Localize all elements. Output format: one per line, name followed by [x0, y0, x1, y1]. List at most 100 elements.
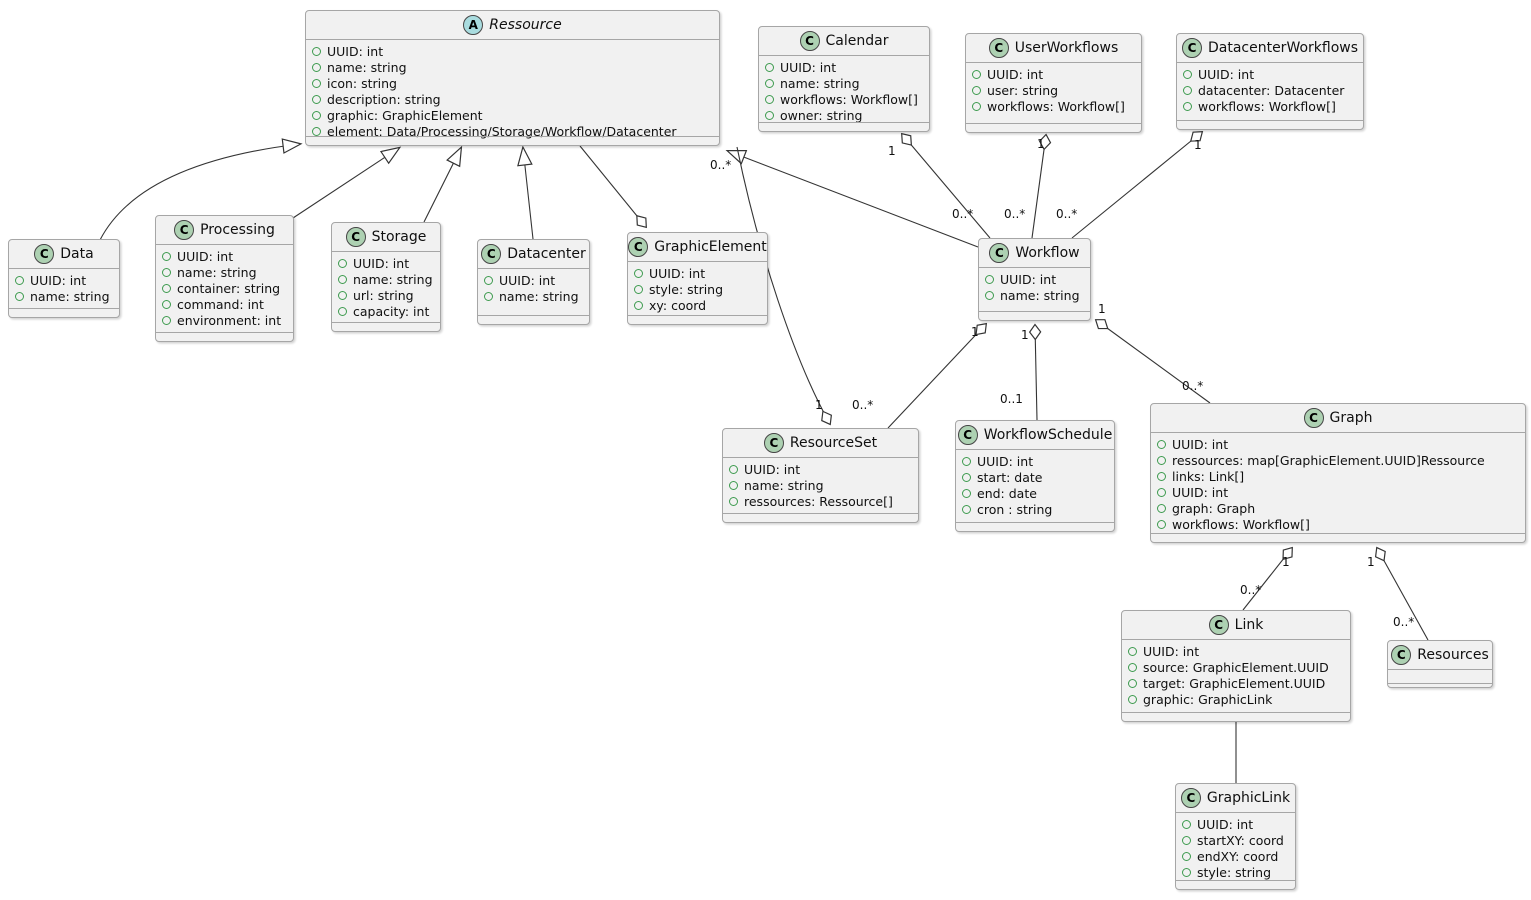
attribute-text: style: string	[649, 281, 724, 297]
field-visibility-icon	[15, 275, 24, 285]
multiplicity-label: 1	[888, 144, 896, 158]
field-visibility-icon	[338, 306, 347, 316]
field-visibility-icon	[1182, 867, 1191, 877]
attribute-row: command: int	[162, 296, 287, 312]
class-icon: C	[628, 237, 649, 257]
class-icon: C	[799, 31, 820, 51]
edge-graph-aggregates-resources	[1374, 546, 1429, 641]
attribute-text: graphic: GraphicLink	[1143, 691, 1273, 707]
field-visibility-icon	[765, 78, 774, 88]
field-visibility-icon	[1157, 471, 1166, 481]
field-visibility-icon	[962, 504, 971, 514]
attribute-row: links: Link[]	[1157, 468, 1519, 484]
attribute-text: graph: Graph	[1172, 500, 1256, 516]
multiplicity-label: 1	[971, 325, 979, 339]
class-header: C Storage	[332, 223, 440, 252]
attribute-row: workflows: Workflow[]	[765, 91, 923, 107]
field-visibility-icon	[312, 94, 321, 104]
attribute-row: UUID: int	[1182, 816, 1289, 832]
attribute-row: end: date	[962, 485, 1108, 501]
edge-resourceset-aggregates-ressource	[736, 146, 833, 426]
field-visibility-icon	[634, 268, 643, 278]
attribute-text: workflows: Workflow[]	[1172, 516, 1310, 532]
field-visibility-icon	[962, 456, 971, 466]
attribute-text: startXY: coord	[1197, 832, 1284, 848]
attribute-row: UUID: int	[1157, 436, 1519, 452]
multiplicity-label: 1	[1021, 328, 1029, 342]
attribute-row: capacity: int	[338, 303, 434, 319]
edge-data-extends-ressource	[99, 138, 303, 241]
field-visibility-icon	[1183, 85, 1192, 95]
attribute-row: endXY: coord	[1182, 848, 1289, 864]
attribute-row: name: string	[985, 287, 1084, 303]
field-visibility-icon	[338, 290, 347, 300]
field-visibility-icon	[162, 251, 171, 261]
attribute-row: style: string	[634, 281, 761, 297]
attribute-row: start: date	[962, 469, 1108, 485]
edge-userworkflows-aggregates-workflow	[1031, 133, 1052, 239]
field-visibility-icon	[1128, 646, 1137, 656]
multiplicity-label: 1	[815, 398, 823, 412]
attribute-text: UUID: int	[987, 66, 1044, 82]
attribute-row: graphic: GraphicLink	[1128, 691, 1344, 707]
attribute-text: workflows: Workflow[]	[987, 98, 1125, 114]
class-methods-compartment	[1122, 712, 1350, 721]
field-visibility-icon	[634, 284, 643, 294]
edge-datacenter-extends-ressource	[517, 145, 534, 240]
attribute-text: target: GraphicElement.UUID	[1143, 675, 1326, 691]
class-title: Storage	[371, 229, 427, 245]
class-methods-compartment	[1151, 533, 1525, 542]
attribute-row: style: string	[1182, 864, 1289, 880]
edge-calendar-aggregates-workflow	[901, 132, 991, 239]
class-icon: C	[345, 227, 366, 247]
edge-graphicelement-aggregates-ressource	[579, 145, 647, 229]
edge-workflow-aggregates-resourceset	[887, 322, 988, 429]
attribute-row: cron : string	[962, 501, 1108, 517]
attribute-row: workflows: Workflow[]	[972, 98, 1135, 114]
attribute-row: UUID: int	[338, 255, 434, 271]
attribute-row: icon: string	[312, 75, 713, 91]
field-visibility-icon	[729, 496, 738, 506]
field-visibility-icon	[972, 85, 981, 95]
class-title: Ressource	[489, 17, 562, 33]
attribute-row: UUID: int	[972, 66, 1135, 82]
multiplicity-label: 0..*	[710, 158, 732, 172]
class-icon: C	[1208, 615, 1229, 635]
attribute-text: UUID: int	[30, 272, 87, 288]
class-methods-compartment	[628, 315, 767, 324]
multiplicity-label: 0..*	[952, 207, 974, 221]
attribute-text: owner: string	[780, 107, 863, 123]
attribute-row: workflows: Workflow[]	[1157, 516, 1519, 532]
attribute-row: UUID: int	[162, 248, 287, 264]
class-title: WorkflowSchedule	[983, 427, 1113, 443]
abstract-class-icon: A	[463, 15, 484, 35]
field-visibility-icon	[312, 110, 321, 120]
class-methods-compartment	[9, 308, 119, 317]
attribute-row: url: string	[338, 287, 434, 303]
class-icon: C	[1180, 788, 1201, 808]
multiplicity-label: 0..*	[1393, 615, 1415, 629]
class-icon: C	[1303, 408, 1324, 428]
multiplicity-label: 0..*	[1240, 583, 1262, 597]
class-icon: C	[481, 244, 502, 264]
attribute-text: UUID: int	[1172, 484, 1229, 500]
class-icon: C	[989, 243, 1010, 263]
class-methods-compartment	[306, 136, 719, 145]
attribute-text: ressources: Ressource[]	[744, 493, 893, 509]
attribute-text: start: date	[977, 469, 1043, 485]
